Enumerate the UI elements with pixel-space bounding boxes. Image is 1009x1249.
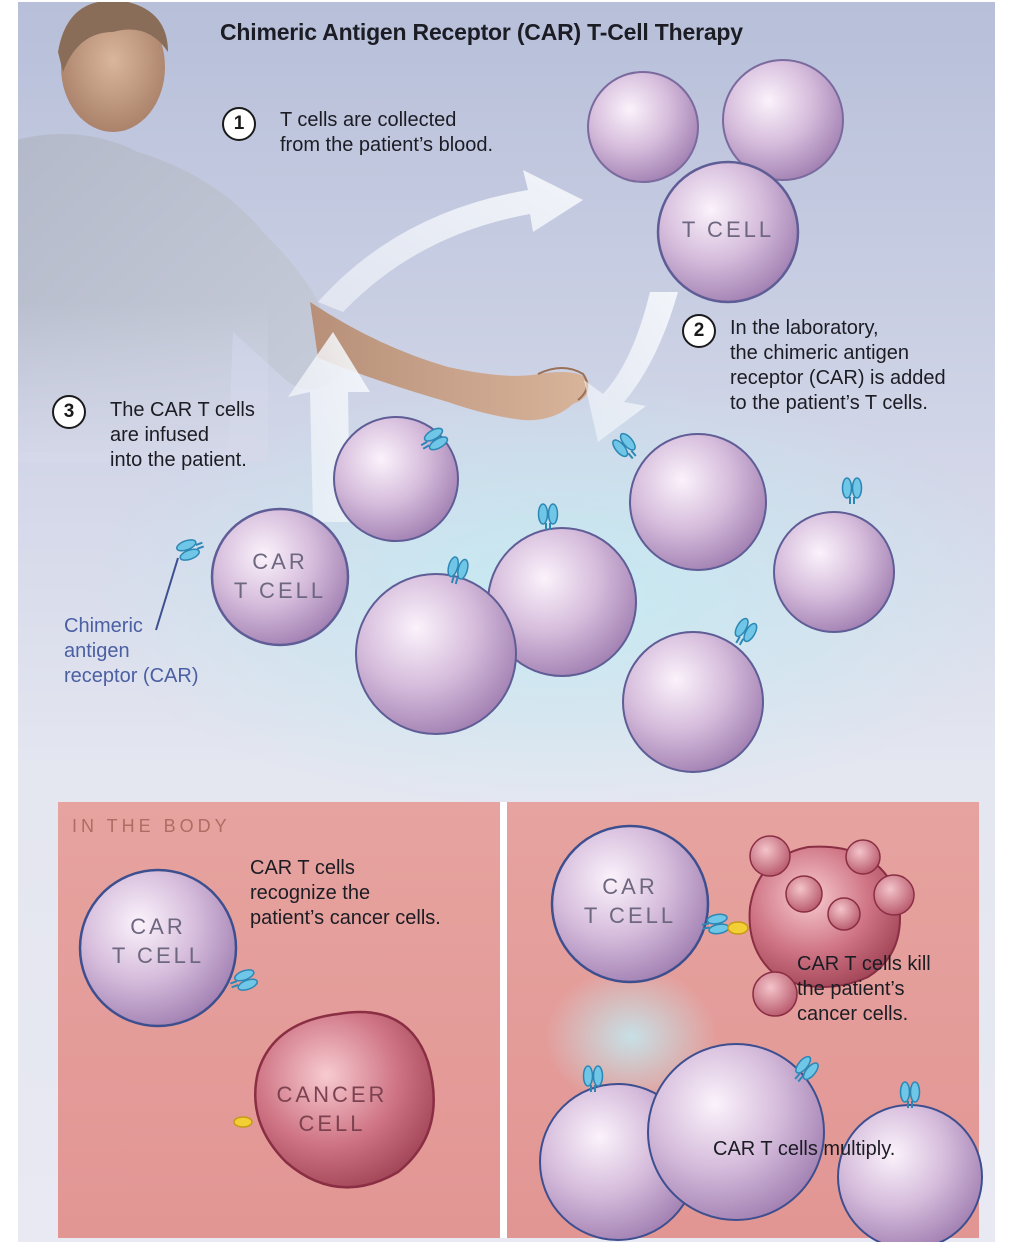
step-2-text: In the laboratory, the chimeric antigen … — [730, 316, 946, 416]
cancer-cell-label: CANCER CELL — [252, 1080, 412, 1138]
car-t-cell-label-lab: CAR T CELL — [210, 547, 350, 605]
step-2-number: 2 — [682, 314, 716, 348]
kill-text: CAR T cells kill the patient’s cancer ce… — [797, 952, 931, 1027]
panel-recognize-text: IN THE BODY CAR T cells recognize the pa… — [58, 802, 500, 1238]
page-title: Chimeric Antigen Receptor (CAR) T-Cell T… — [220, 20, 743, 45]
t-cells-collected — [588, 60, 843, 302]
arrow-collect — [318, 170, 583, 312]
panel-kill-text: CAR T CELL CAR T cells kill the patient’… — [507, 802, 979, 1238]
car-t-cell-label-kill: CAR T CELL — [560, 872, 700, 930]
step-3-number: 3 — [52, 395, 86, 429]
car-t-cell-label-recognize: CAR T CELL — [88, 912, 228, 970]
step-3-text: The CAR T cells are infused into the pat… — [110, 398, 255, 473]
step-1-text: T cells are collected from the patient’s… — [280, 108, 493, 158]
multiply-text: CAR T cells multiply. — [713, 1137, 895, 1162]
panel-divider — [500, 802, 507, 1238]
t-cell-label: T CELL — [658, 215, 798, 244]
infographic: Chimeric Antigen Receptor (CAR) T-Cell T… — [18, 2, 995, 1242]
car-caption: Chimeric antigen receptor (CAR) — [64, 614, 198, 689]
in-the-body-label: IN THE BODY — [72, 816, 231, 837]
step-1-number: 1 — [222, 107, 256, 141]
recognize-text: CAR T cells recognize the patient’s canc… — [250, 856, 441, 931]
